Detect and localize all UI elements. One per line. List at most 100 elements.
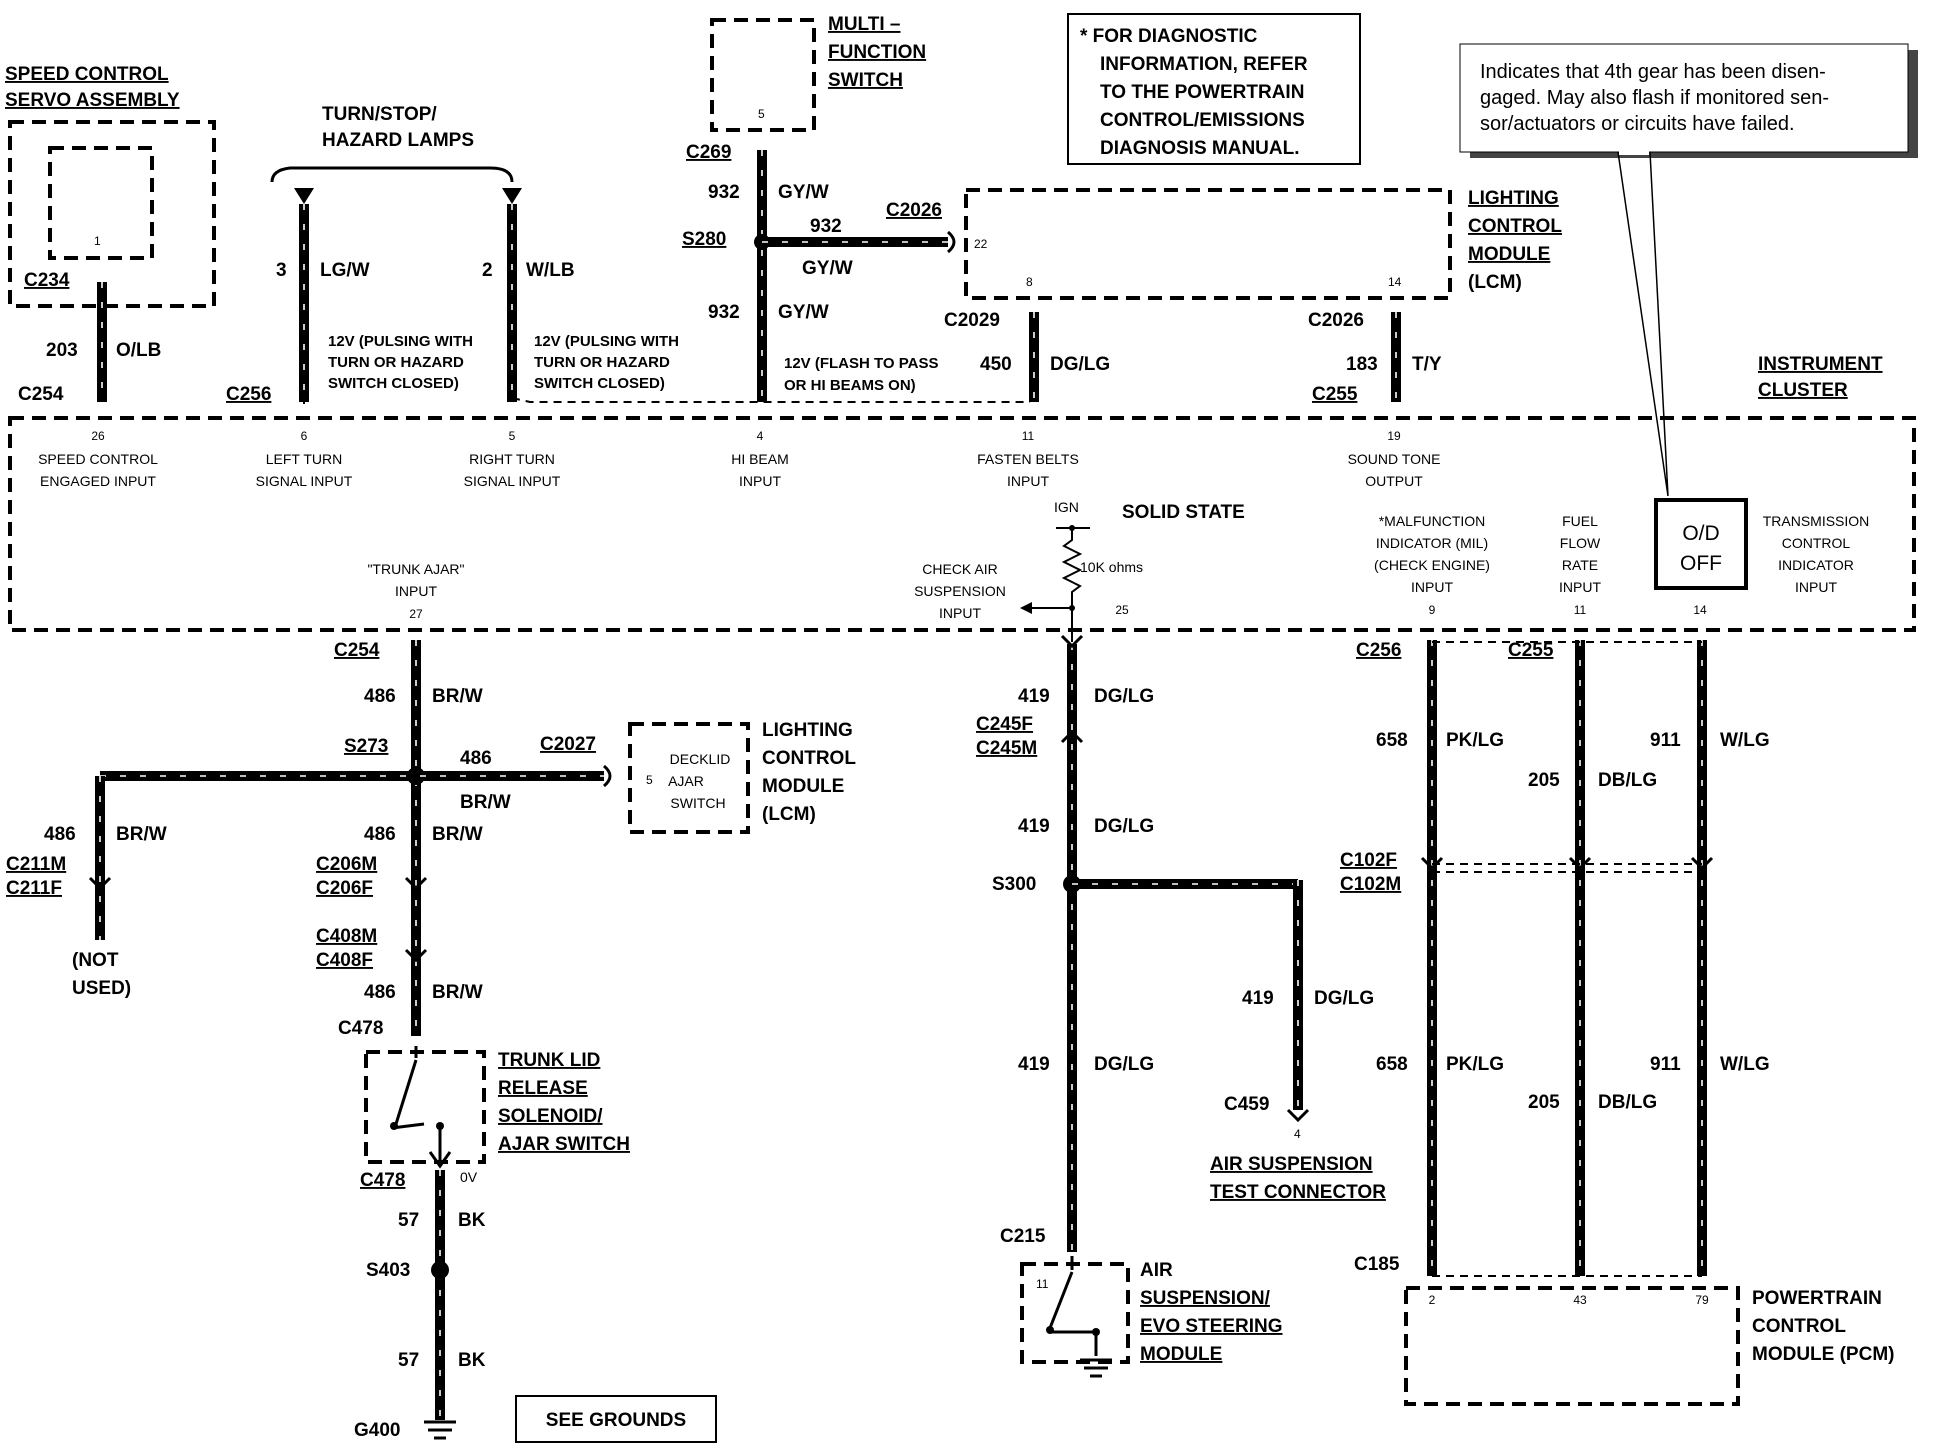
not-used-label: USED) — [72, 978, 131, 999]
wire-number: 2 — [482, 260, 493, 281]
pin-desc: SPEED CONTROL — [38, 451, 158, 467]
connector-label: C2026 — [886, 200, 942, 221]
wire-color: DG/LG — [1050, 354, 1110, 375]
pin-label: 79 — [1695, 1293, 1709, 1307]
pcm-box — [1404, 1286, 1740, 1406]
switch-icon — [391, 1046, 425, 1130]
pin-desc: LEFT TURN — [266, 451, 343, 467]
connector-label: C408F — [316, 950, 373, 971]
speed-control-inner-box — [48, 146, 154, 260]
connector-label: C102M — [1340, 874, 1401, 895]
pin-label: 2 — [1429, 1293, 1436, 1307]
wire-note: 12V (PULSING WITH — [534, 333, 679, 350]
wire-note: TURN OR HAZARD — [328, 354, 464, 371]
wire-number: 486 — [44, 824, 76, 845]
air-test-title: AIR SUSPENSION — [1210, 1154, 1373, 1175]
wire-color: W/LG — [1720, 1054, 1770, 1075]
lcm-title-4: (LCM) — [762, 804, 816, 825]
diagnostic-note-box — [1067, 13, 1361, 165]
pin-label: 19 — [1387, 429, 1401, 443]
connector-label: C206F — [316, 878, 373, 899]
lcm-title-1: LIGHTING — [1468, 188, 1559, 209]
connector-label: C2026 — [1308, 310, 1364, 331]
pin-label: 5 — [509, 429, 516, 443]
pin-desc: SIGNAL INPUT — [464, 473, 561, 489]
wire-note: SWITCH CLOSED) — [328, 375, 459, 392]
note-line: * FOR DIAGNOSTIC — [1080, 26, 1258, 47]
connector-label: C256 — [226, 384, 271, 405]
callout-line: gaged. May also flash if monitored sen- — [1480, 87, 1829, 109]
pin-desc: RIGHT TURN — [469, 451, 555, 467]
callout-box — [1459, 43, 1909, 153]
lcm-title-1: LIGHTING — [762, 720, 853, 741]
speed-control-title-2: SERVO ASSEMBLY — [5, 90, 180, 111]
lcm-title-2: CONTROL — [762, 748, 856, 769]
connector-label: C206M — [316, 854, 377, 875]
mfs-title-3: SWITCH — [828, 70, 903, 91]
pin-desc: INPUT — [1795, 579, 1837, 595]
wire-color: PK/LG — [1446, 1054, 1504, 1075]
connector-label: C215 — [1000, 1226, 1046, 1247]
lcm-title-2: CONTROL — [1468, 216, 1562, 237]
wire-number: 419 — [1018, 816, 1050, 837]
pin-desc: INPUT — [939, 605, 981, 621]
pin-label: 8 — [1026, 275, 1033, 289]
mfs-title-1: MULTI – — [828, 14, 900, 35]
wire-number: 658 — [1376, 730, 1408, 751]
wire-color: W/LG — [1720, 730, 1770, 751]
connector-label: C185 — [1354, 1254, 1400, 1275]
wire-color: DG/LG — [1094, 816, 1154, 837]
node — [1069, 605, 1075, 611]
wire-color: GY/W — [802, 258, 853, 279]
arrow-icon — [1020, 602, 1032, 614]
air-module-title: SUSPENSION/ — [1140, 1288, 1271, 1309]
connector-chevron — [1286, 1108, 1310, 1123]
pin-label: 9 — [1429, 603, 1436, 617]
connector-chevron — [1060, 729, 1084, 744]
lamp-terminal-icon — [294, 188, 314, 204]
wire-number: 911 — [1650, 1054, 1681, 1075]
ground-icon — [1080, 1358, 1112, 1378]
connector-label: C269 — [686, 142, 731, 163]
not-used-label: (NOT — [72, 950, 119, 971]
wire-number: 183 — [1346, 354, 1378, 375]
wire-number: 932 — [708, 302, 740, 323]
ign-label: IGN — [1054, 499, 1079, 515]
pin-label: 5 — [758, 107, 765, 121]
wire-color: PK/LG — [1446, 730, 1504, 751]
cluster-title-2: CLUSTER — [1758, 380, 1848, 401]
wire-number: 658 — [1376, 1054, 1408, 1075]
lamp-terminal-icon — [502, 188, 522, 204]
splice-label: S300 — [992, 874, 1036, 895]
wire-color: BR/W — [432, 686, 483, 707]
wire-number: 932 — [810, 216, 842, 237]
connector-arrow — [602, 764, 612, 788]
air-module-title: AIR — [1140, 1260, 1173, 1281]
trunk-lid-title: RELEASE — [498, 1078, 588, 1099]
trunk-lid-box — [364, 1050, 486, 1164]
ground-icon — [424, 1420, 456, 1440]
connector-label: C2029 — [944, 310, 1000, 331]
connector-chevron — [404, 948, 428, 963]
pin-label: 26 — [91, 429, 105, 443]
resistor-label: 10K ohms — [1080, 559, 1143, 575]
connector-chevron — [1060, 634, 1084, 649]
pin-desc: *MALFUNCTION — [1379, 513, 1486, 529]
connector-label: C102F — [1340, 850, 1397, 871]
pin-desc: INDICATOR — [1778, 557, 1854, 573]
connector-label: C478 — [338, 1018, 383, 1039]
wire-color: LG/W — [320, 260, 370, 281]
pcm-title: POWERTRAIN — [1752, 1288, 1882, 1309]
pin-desc: (CHECK ENGINE) — [1374, 557, 1490, 573]
pin-desc: CHECK AIR — [922, 561, 997, 577]
wire-number: 57 — [398, 1210, 419, 1231]
pin-label: 11 — [1574, 603, 1587, 617]
connector-divider — [1432, 863, 1702, 873]
callout-pointer — [1617, 151, 1669, 497]
connector-label: C254 — [18, 384, 64, 405]
wire-number: 486 — [364, 686, 396, 707]
wire-number: 3 — [276, 260, 287, 281]
pin-desc: OUTPUT — [1365, 473, 1423, 489]
